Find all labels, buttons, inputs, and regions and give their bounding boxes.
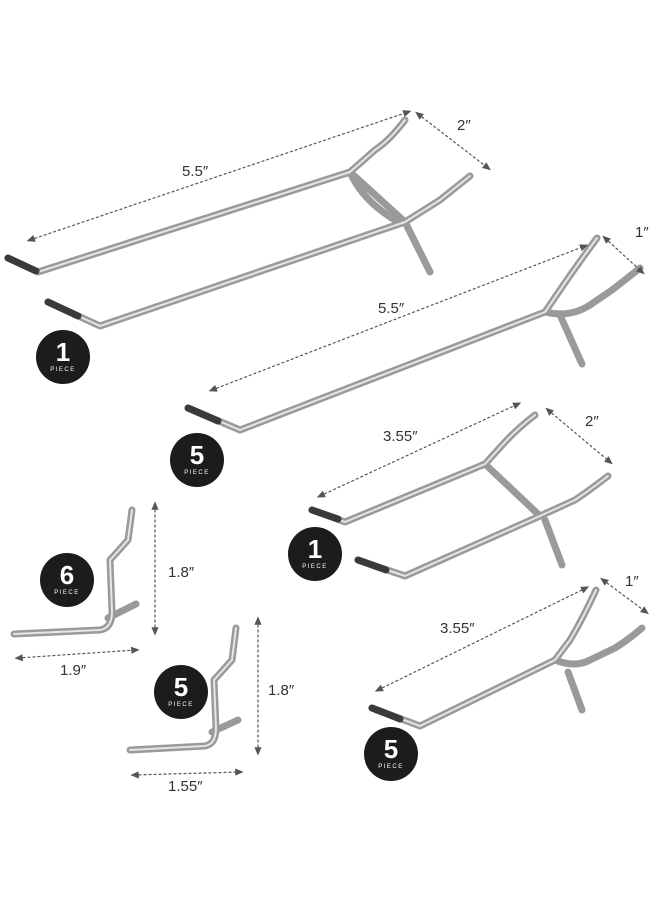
badge-unit: PIECE (302, 564, 328, 570)
badge-count: 5 (189, 440, 205, 470)
length-label: 1.9″ (60, 662, 87, 679)
width-label: 1″ (635, 224, 649, 241)
width-label: 2″ (457, 117, 471, 134)
badge-unit: PIECE (50, 367, 76, 373)
badge-unit: PIECE (378, 764, 404, 770)
badge-unit: PIECE (184, 470, 210, 476)
l-hook-small (10, 506, 140, 638)
quantity-badge: 5 PIECE (170, 433, 224, 487)
quantity-badge: 5 PIECE (364, 727, 418, 781)
width-label: 1″ (625, 573, 639, 590)
badge-count: 6 (59, 560, 75, 590)
badge-count: 5 (383, 734, 399, 764)
length-label: 3.55″ (383, 428, 418, 445)
quantity-badge: 1 PIECE (288, 527, 342, 581)
l-hook-extra-small (126, 624, 242, 754)
length-label: 3.55″ (440, 620, 475, 637)
height-label: 1.8″ (268, 682, 295, 699)
quantity-badge: 5 PIECE (154, 665, 208, 719)
quantity-badge: 1 PIECE (36, 330, 90, 384)
quantity-badge: 6 PIECE (40, 553, 94, 607)
hook-large-double (4, 116, 474, 330)
length-label: 5.5″ (378, 300, 405, 317)
length-label: 5.5″ (182, 163, 209, 180)
badge-count: 5 (173, 672, 189, 702)
hook-medium-single (368, 586, 646, 730)
badge-unit: PIECE (168, 702, 194, 708)
width-label: 2″ (585, 413, 599, 430)
badge-count: 1 (55, 337, 71, 367)
badge-count: 1 (307, 534, 323, 564)
hook-large-single (184, 234, 644, 434)
hook-medium-double (308, 411, 612, 580)
height-label: 1.8″ (168, 564, 195, 581)
dimension-lines (14, 110, 649, 779)
badge-unit: PIECE (54, 590, 80, 596)
length-label: 1.55″ (168, 778, 203, 795)
